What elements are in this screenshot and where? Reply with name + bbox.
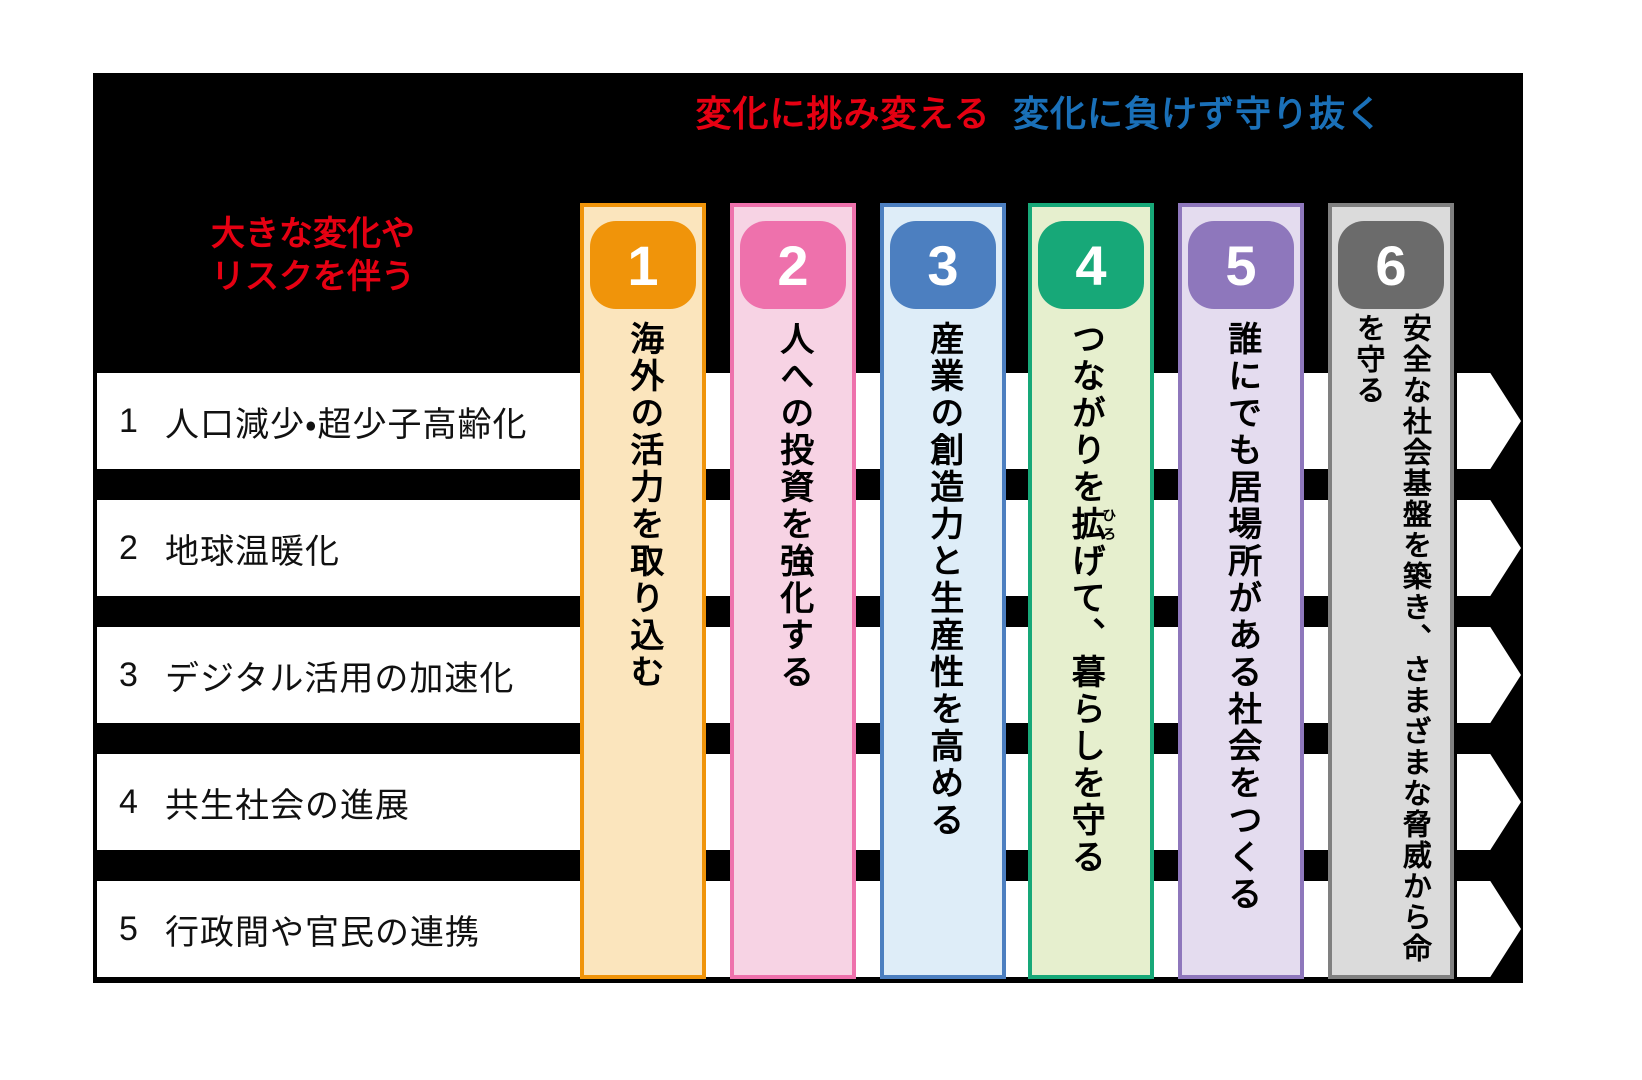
arrow-right-icon bbox=[1457, 754, 1521, 850]
strategy-column-3: 3 産業の創造力と生産性を高める bbox=[880, 203, 1006, 979]
change-label: 行政間や官民の連携 bbox=[165, 913, 480, 952]
change-label: 地球温暖化 bbox=[165, 532, 340, 571]
strategy-column-2: 2 人への投資を強化する bbox=[730, 203, 856, 979]
strategy-text-before: つながりを bbox=[1066, 321, 1105, 506]
strategy-text: つながりを拡ひろげて、暮らしを守る bbox=[1066, 321, 1117, 876]
risk-note: 大きな変化や リスクを伴う bbox=[153, 213, 473, 298]
change-number: 1 bbox=[119, 401, 138, 440]
strategy-column-4: 4 つながりを拡ひろげて、暮らしを守る bbox=[1028, 203, 1154, 979]
arrow-right-icon bbox=[1457, 373, 1521, 469]
arrow-right-icon bbox=[1457, 627, 1521, 723]
strategy-number-badge: 6 bbox=[1338, 221, 1444, 309]
strategy-column-5: 5 誰にでも居場所がある社会をつくる bbox=[1178, 203, 1304, 979]
strategy-number-badge: 2 bbox=[740, 221, 846, 309]
strategy-number-badge: 3 bbox=[890, 221, 996, 309]
change-number: 3 bbox=[119, 655, 138, 694]
header-challenge-change: 変化に挑み変える bbox=[695, 93, 991, 134]
strategy-column-6: 6 安全な社会基盤を築き、さまざまな脅威から命を守る bbox=[1328, 203, 1454, 979]
strategy-text-line2: さまざまな脅威から命を守る bbox=[1352, 313, 1431, 964]
ruby-base: 拡 bbox=[1066, 506, 1105, 543]
strategy-column-1: 1 海外の活力を取り込む bbox=[580, 203, 706, 979]
change-label: 共生社会の進展 bbox=[165, 786, 410, 825]
arrow-right-icon bbox=[1457, 500, 1521, 596]
strategy-text: 産業の創造力と生産性を高める bbox=[924, 321, 963, 839]
strategy-text: 安全な社会基盤を築き、さまざまな脅威から命を守る bbox=[1345, 313, 1438, 973]
change-number: 5 bbox=[119, 909, 138, 948]
risk-note-line2: リスクを伴う bbox=[211, 257, 415, 296]
strategy-text: 海外の活力を取り込む bbox=[624, 321, 663, 691]
risk-note-line1: 大きな変化や bbox=[211, 215, 415, 253]
change-label: 人口減少・超少子高齢化 bbox=[165, 405, 528, 444]
change-label: デジタル活用の加速化 bbox=[165, 659, 515, 698]
strategy-text: 誰にでも居場所がある社会をつくる bbox=[1222, 321, 1261, 913]
strategy-text: 人への投資を強化する bbox=[774, 321, 813, 691]
ruby-annotation: ひろ bbox=[1101, 506, 1118, 543]
change-number: 4 bbox=[119, 782, 138, 821]
arrow-right-icon bbox=[1457, 881, 1521, 977]
header-protect-through-change: 変化に負けず守り抜く bbox=[1013, 93, 1384, 134]
strategy-number-badge: 4 bbox=[1038, 221, 1144, 309]
change-number: 2 bbox=[119, 528, 138, 567]
diagram-board: 変化に挑み変える 変化に負けず守り抜く 大きな変化や リスクを伴う 1 人口減少… bbox=[93, 73, 1523, 983]
strategy-number-badge: 1 bbox=[590, 221, 696, 309]
strategy-text-line1: 安全な社会基盤を築き、 bbox=[1398, 313, 1431, 654]
strategy-number-badge: 5 bbox=[1188, 221, 1294, 309]
ruby-hiro: 拡ひろ bbox=[1066, 506, 1117, 543]
strategy-text-after: げて、暮らしを守る bbox=[1066, 543, 1105, 876]
